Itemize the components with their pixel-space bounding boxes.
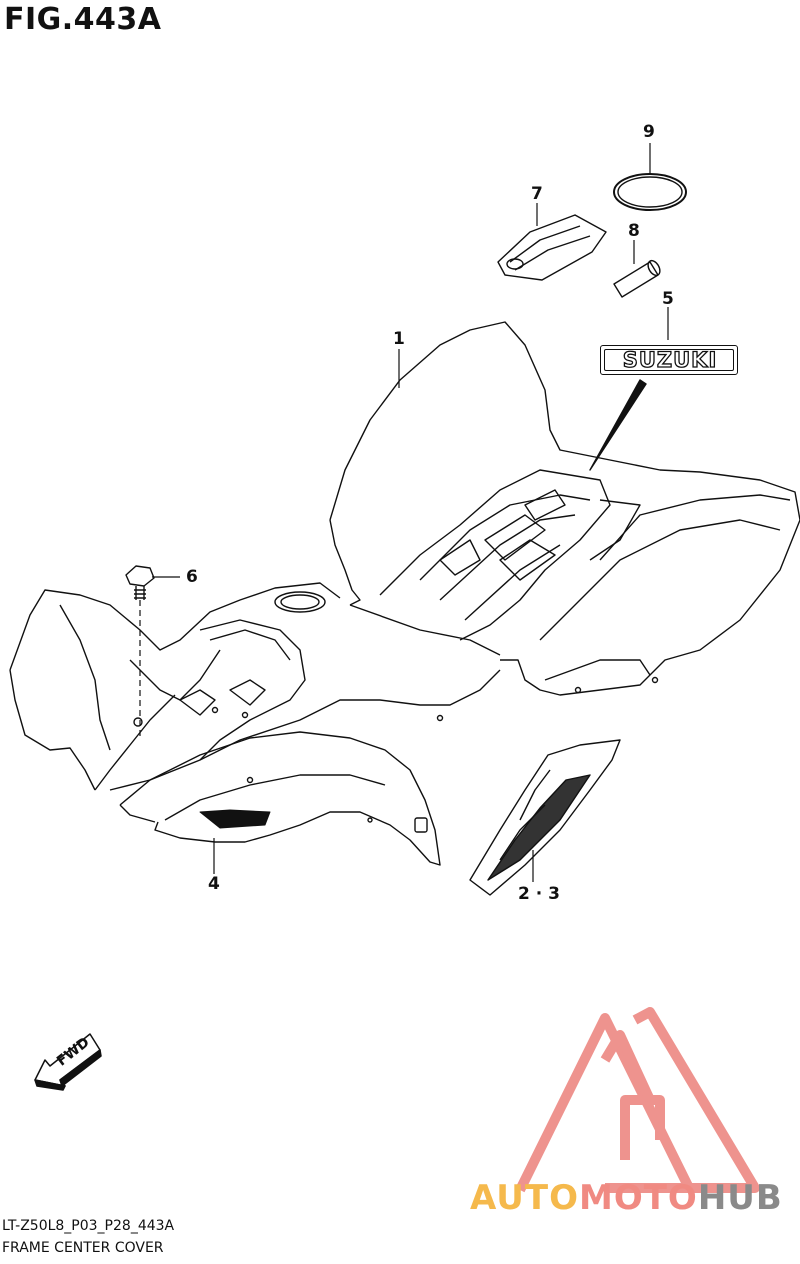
frame-center-cover-part-1[interactable] xyxy=(9,321,800,791)
callout-6: 6 xyxy=(186,567,198,587)
watermark-brand: AUTOMOTOHUB xyxy=(470,1178,783,1218)
brand-moto: MOTO xyxy=(578,1178,698,1218)
pipe-part-8[interactable] xyxy=(613,259,662,298)
decal-part-2-3[interactable] xyxy=(469,739,621,896)
brand-hub: HUB xyxy=(697,1178,783,1218)
cap-part-7[interactable] xyxy=(497,214,607,281)
leader-lines xyxy=(139,143,669,882)
o-ring-part-9[interactable] xyxy=(613,173,687,211)
suzuki-emblem-part-5[interactable]: SUZUKI xyxy=(600,345,738,375)
bolt-part-6[interactable] xyxy=(125,565,155,600)
brand-auto: AUTO xyxy=(470,1178,579,1218)
fwd-arrow-icon xyxy=(34,1033,102,1091)
watermark-logo xyxy=(515,1007,760,1193)
figure-code: LT-Z50L8_P03_P28_443A xyxy=(2,1218,175,1234)
figure-title: FIG.443A xyxy=(4,2,162,37)
side-cover-part-4[interactable] xyxy=(119,731,441,866)
emblem-pointer xyxy=(589,379,647,471)
callout-5: 5 xyxy=(662,289,674,309)
callout-8: 8 xyxy=(628,221,640,241)
figure-name: FRAME CENTER COVER xyxy=(2,1240,164,1256)
emblem-text: SUZUKI xyxy=(622,347,718,372)
callout-9: 9 xyxy=(643,122,655,142)
callout-2-3: 2 · 3 xyxy=(518,884,560,904)
callout-4: 4 xyxy=(208,874,220,894)
callout-1: 1 xyxy=(393,329,405,349)
callout-7: 7 xyxy=(531,184,543,204)
